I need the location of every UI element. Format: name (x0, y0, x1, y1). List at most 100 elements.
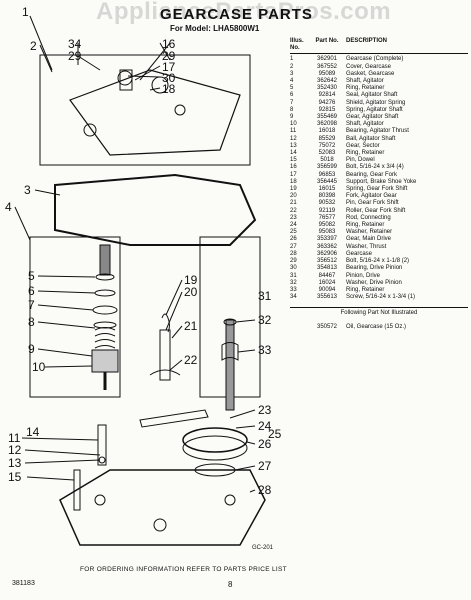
callout-22: 22 (184, 353, 198, 367)
cell-part-no: 92815 (318, 106, 336, 113)
cell-description: Bolt, 5/16-24 x 1-1/8 (2) (346, 258, 410, 265)
cell-illus-no (290, 324, 308, 331)
cell-illus-no: 11 (290, 128, 297, 135)
callout-27: 27 (258, 459, 272, 473)
table-row: 15 5018 Pin, Dowel (290, 157, 468, 164)
cell-part-no: 352430 (316, 85, 338, 92)
cell-description: Pin, Gear Fork Shift (346, 200, 399, 207)
cell-description: Ring, Retainer (346, 222, 385, 229)
cover-frame (39, 54, 251, 166)
cell-description: Shaft, Agitator (346, 78, 384, 85)
callout-26: 26 (258, 437, 272, 451)
cell-description: Gearcase (Complete) (346, 56, 404, 63)
cell-description: Cover, Gearcase (346, 63, 392, 70)
cell-illus-no: 9 (290, 114, 294, 121)
cell-description: Ring, Retainer (346, 150, 385, 157)
header-illus-no: Illus. No. (290, 38, 304, 52)
cell-part-no: 76577 (318, 214, 336, 221)
cell-description: Fork, Agitator Gear (346, 193, 397, 200)
cell-description: Washer, Thrust (346, 243, 387, 250)
model-label: For Model: LHA5800W1 (170, 24, 260, 33)
cell-description: Ring, Retainer (346, 286, 385, 293)
cell-part-no: 95083 (318, 229, 336, 236)
callout-16: 16 (162, 37, 176, 51)
cell-illus-no: 31 (290, 272, 297, 279)
cell-description: Support, Brake Shoe Yoke (346, 178, 417, 185)
callout-32: 32 (258, 313, 272, 327)
callout-21: 21 (184, 319, 198, 333)
callout-23: 23 (258, 403, 272, 417)
cell-illus-no: 28 (290, 250, 297, 257)
callout-1: 1 (22, 5, 29, 19)
callout-6: 6 (28, 284, 35, 298)
cell-part-no: 96853 (318, 171, 336, 178)
cell-part-no: 16015 (318, 186, 336, 193)
cell-illus-no: 3 (290, 70, 294, 77)
cell-description: Rod, Connecting (346, 214, 391, 221)
cell-illus-no: 17 (290, 171, 297, 178)
table-row: 17 96853 Bearing, Gear Fork (290, 172, 468, 179)
cell-illus-no: 16 (290, 164, 297, 171)
callout-25: 25 (268, 427, 282, 441)
cell-description: Roller, Gear Fork Shift (346, 207, 406, 214)
cell-description: Bearing, Agitator Thrust (346, 128, 409, 135)
cell-part-no: 80398 (318, 193, 336, 200)
cell-part-no: 94276 (318, 99, 336, 106)
cell-part-no: 362901 (316, 56, 338, 63)
diagram-code: GC-201 (252, 545, 274, 551)
cell-part-no: 90532 (318, 200, 336, 207)
callout-29: 29 (68, 49, 82, 63)
cell-description: Bearing, Gear Fork (346, 171, 398, 178)
cell-illus-no: 12 (290, 135, 297, 142)
cell-part-no: 353397 (316, 236, 338, 243)
cell-description: Spring, Gear Fork Shift (346, 186, 408, 193)
cell-illus-no: 25 (290, 229, 297, 236)
cell-description: Pin, Dowel (346, 157, 375, 164)
callout-29b: 29 (162, 49, 176, 63)
cell-illus-no: 19 (290, 186, 297, 193)
cell-part-no: 367552 (316, 63, 338, 70)
cell-illus-no: 23 (290, 214, 297, 221)
callout-20: 20 (184, 285, 198, 299)
cell-illus-no: 24 (290, 222, 297, 229)
cell-part-no: 362098 (316, 121, 338, 128)
agitator-shaft-4 (99, 244, 111, 276)
cell-part-no: 16018 (318, 128, 336, 135)
cell-illus-no: 4 (290, 78, 294, 85)
cell-illus-no: 27 (290, 243, 297, 250)
cell-part-no: 16024 (318, 279, 336, 286)
table-row: 23 76577 Rod, Connecting (290, 215, 468, 222)
cell-part-no: 92119 (318, 207, 336, 214)
cell-part-no: 5018 (320, 157, 334, 164)
cell-description: Shaft, Agitator (346, 121, 384, 128)
cell-description: Pinion, Drive (346, 272, 381, 279)
divider (290, 307, 468, 309)
cell-illus-no: 22 (290, 207, 297, 214)
table-row: 11 16018 Bearing, Agitator Thrust (290, 128, 468, 135)
cell-description: Screw, 5/16-24 x 1-3/4 (1) (346, 294, 416, 301)
gasket (54, 173, 257, 246)
cell-description: Gearcase (346, 250, 373, 257)
cell-illus-no: 15 (290, 157, 297, 164)
cell-description: Seal, Agitator Shaft (346, 92, 398, 99)
cell-illus-no: 8 (290, 106, 294, 113)
cell-illus-no: 32 (290, 279, 297, 286)
